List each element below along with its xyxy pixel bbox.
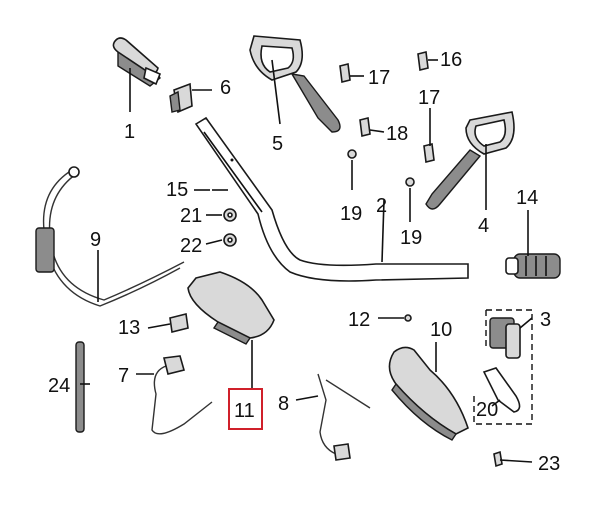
callout-2: 2 bbox=[376, 195, 387, 217]
part-9-throttle-cable[interactable] bbox=[35, 166, 185, 307]
part-4-right-mirror[interactable] bbox=[425, 111, 515, 210]
callout-17-top: 17 bbox=[368, 67, 390, 89]
part-21-washer[interactable] bbox=[223, 208, 237, 222]
part-17-screw-b[interactable] bbox=[423, 143, 435, 163]
part-18-screw[interactable] bbox=[359, 117, 371, 137]
part-1-left-grip[interactable] bbox=[112, 37, 162, 87]
callout-16: 16 bbox=[440, 49, 462, 71]
callout-19-right: 19 bbox=[400, 227, 422, 249]
callout-7: 7 bbox=[118, 365, 129, 387]
part-12-bolt[interactable] bbox=[404, 314, 412, 322]
callout-18: 18 bbox=[386, 123, 408, 145]
part-19-nut-a[interactable] bbox=[347, 149, 357, 159]
part-7-left-switch-harness[interactable] bbox=[151, 355, 213, 435]
callout-13: 13 bbox=[118, 317, 140, 339]
callout-14: 14 bbox=[516, 187, 538, 209]
callout-1: 1 bbox=[124, 121, 135, 143]
callouts: 1 6 5 17 16 17 18 19 19 2 4 14 15 21 22 … bbox=[48, 49, 560, 475]
part-6-clamp[interactable] bbox=[169, 82, 193, 114]
part-16-screw[interactable] bbox=[417, 51, 429, 71]
callout-11: 11 bbox=[234, 400, 255, 422]
callout-8: 8 bbox=[278, 393, 289, 415]
callout-20: 20 bbox=[476, 399, 498, 421]
callout-23: 23 bbox=[538, 453, 560, 475]
callout-21: 21 bbox=[180, 205, 202, 227]
part-13-bracket[interactable] bbox=[169, 313, 189, 333]
part-22-washer[interactable] bbox=[223, 233, 237, 247]
highlight-box-11 bbox=[228, 388, 263, 430]
callout-19-left: 19 bbox=[340, 203, 362, 225]
part-23-bolt[interactable] bbox=[493, 450, 503, 468]
callout-17-mid: 17 bbox=[418, 87, 440, 109]
part-8-right-switch-harness[interactable] bbox=[317, 373, 371, 461]
callout-9: 9 bbox=[90, 229, 101, 251]
part-3-lever-assembly[interactable] bbox=[473, 309, 533, 425]
callout-24: 24 bbox=[48, 375, 70, 397]
callout-22: 22 bbox=[180, 235, 202, 257]
part-19-nut-b[interactable] bbox=[405, 177, 415, 187]
callout-5: 5 bbox=[272, 133, 283, 155]
part-24-cable-strip[interactable] bbox=[75, 341, 85, 433]
part-11-left-handguard[interactable] bbox=[187, 271, 275, 345]
part-17-screw-a[interactable] bbox=[339, 63, 351, 83]
callout-4: 4 bbox=[478, 215, 489, 237]
part-14-right-grip[interactable] bbox=[505, 253, 561, 279]
callout-15: 15 bbox=[166, 179, 188, 201]
callout-3: 3 bbox=[540, 309, 551, 331]
part-5-left-mirror[interactable] bbox=[249, 35, 341, 133]
callout-6: 6 bbox=[220, 77, 231, 99]
part-2-handlebar[interactable] bbox=[194, 116, 469, 282]
callout-10: 10 bbox=[430, 319, 452, 341]
callout-12: 12 bbox=[348, 309, 370, 331]
part-10-right-handguard[interactable] bbox=[388, 346, 469, 441]
leader-lines bbox=[80, 59, 533, 463]
